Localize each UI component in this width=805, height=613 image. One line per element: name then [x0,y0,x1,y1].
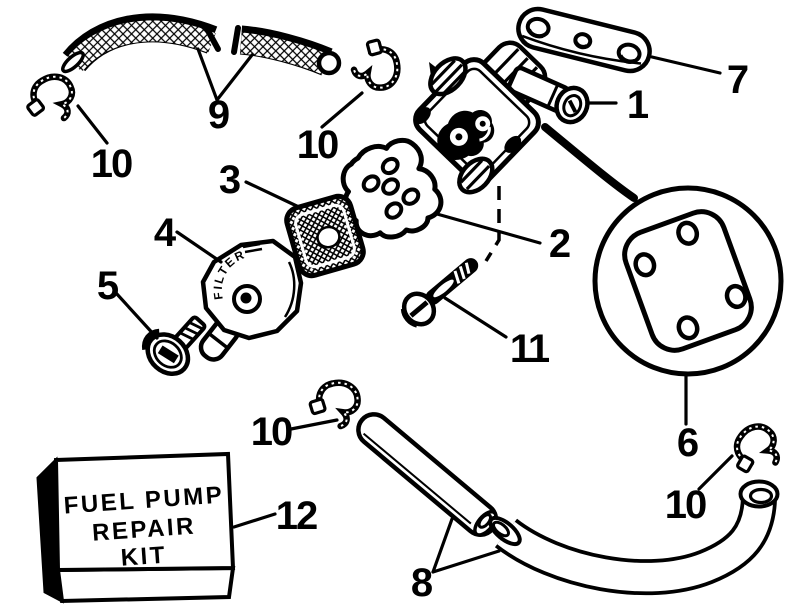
upper-fuel-hoses [61,13,342,76]
pump-mounting-bolt [400,258,479,328]
mount-gasket-detail-circle [592,185,784,377]
detail-callout-curve [541,123,638,202]
callout-10-upper-middle: 10 [297,123,338,167]
callout-2: 2 [549,222,570,266]
hose-clamp-lower-right [733,423,780,474]
callout-12: 12 [276,494,317,538]
callout-labels: 1 2 3 4 5 6 7 8 9 10 10 10 10 11 12 [91,58,750,605]
leader-lines [76,47,734,574]
filter-screen [284,193,366,279]
callout-6: 6 [677,421,698,465]
callout-8: 8 [411,561,433,605]
callout-3: 3 [219,158,240,202]
callout-1: 1 [627,83,649,127]
pump-gasket [340,137,444,240]
hose-clamp-upper-middle [350,38,401,91]
callout-7: 7 [727,58,748,102]
filter-cover: FILTER [198,238,304,362]
lower-fuel-hoses [356,412,780,596]
hose-clamp-upper-left [26,73,76,122]
cover-screw [141,315,207,376]
callout-11: 11 [510,327,550,371]
hose-clamp-middle [308,379,361,430]
alignment-dashed-line [484,186,501,262]
callout-10-lower-right: 10 [665,483,706,527]
callout-10-upper-left: 10 [91,142,132,186]
mounting-plate [516,6,652,74]
callout-9: 9 [208,93,229,137]
repair-kit-box: FUEL PUMP REPAIR KIT [36,451,236,604]
kit-box-text-line3: KIT [120,542,168,572]
fuel-pump-assembly [413,40,638,262]
callout-10-middle: 10 [251,410,292,454]
callout-4: 4 [154,211,177,255]
callout-5: 5 [97,264,119,308]
